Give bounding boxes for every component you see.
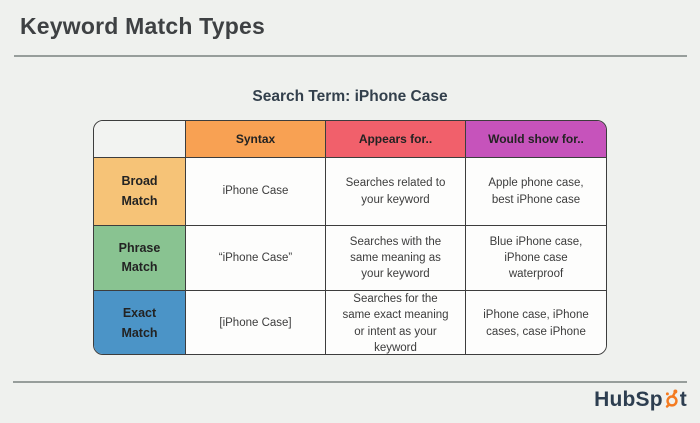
cell-phrase-appears-for: Searches with the same meaning as your k… xyxy=(326,226,466,291)
cell-phrase-would-show-for: Blue iPhone case, iPhone case waterproof xyxy=(466,226,606,291)
cell-exact-syntax: [iPhone Case] xyxy=(186,291,326,354)
cell-phrase-syntax: “iPhone Case” xyxy=(186,226,326,291)
keyword-match-table: Syntax Appears for.. Would show for.. Br… xyxy=(93,120,607,355)
cell-exact-appears-for: Searches for the same exact meaning or i… xyxy=(326,291,466,354)
top-divider xyxy=(14,55,687,57)
hubspot-logo-text-suffix: t xyxy=(679,388,687,411)
cell-broad-appears-for: Searches related to your keyword xyxy=(326,158,466,226)
cell-exact-would-show-for: iPhone case, iPhone cases, case iPhone xyxy=(466,291,606,354)
hubspot-logo: HubSp t xyxy=(594,388,687,412)
cell-broad-would-show-for: Apple phone case, best iPhone case xyxy=(466,158,606,226)
row-label-exact-match: Exact Match xyxy=(94,291,186,354)
row-label-phrase-match: Phrase Match xyxy=(94,226,186,291)
cell-broad-syntax: iPhone Case xyxy=(186,158,326,226)
hubspot-sprocket-icon xyxy=(665,389,678,408)
column-header-appears-for: Appears for.. xyxy=(326,121,466,158)
hubspot-logo-text-prefix: HubSp xyxy=(594,388,663,411)
column-header-syntax: Syntax xyxy=(186,121,326,158)
page-title: Keyword Match Types xyxy=(20,13,265,39)
column-header-would-show-for: Would show for.. xyxy=(466,121,606,158)
search-term-heading: Search Term: iPhone Case xyxy=(252,88,448,105)
row-label-broad-match: Broad Match xyxy=(94,158,186,226)
bottom-divider xyxy=(13,381,687,383)
corner-cell xyxy=(94,121,186,158)
